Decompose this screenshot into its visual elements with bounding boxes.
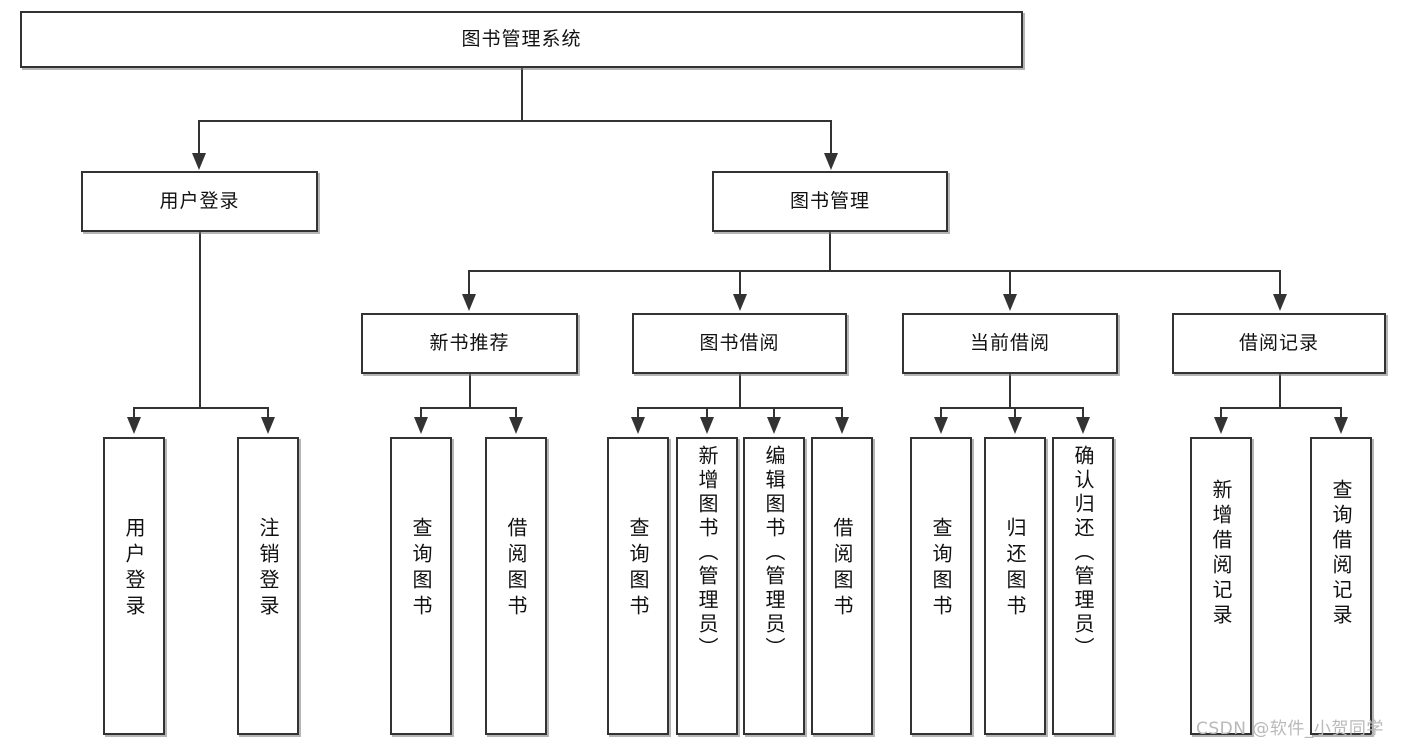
node-borrow-record-label: 借阅记录 [1238,331,1319,354]
node-root-system-label: 图书管理系统 [461,27,582,50]
node-leaf-add-book[interactable]: 新增图书（管理员） [676,437,738,735]
connector-root-bus [198,120,832,122]
arrowhead-leaf-query-book-2 [631,417,645,434]
node-leaf-user-logout[interactable]: 注销登录 [237,437,299,735]
arrowhead-book-manage [824,153,838,170]
node-leaf-borrow-book-2[interactable]: 借阅图书 [811,437,873,735]
node-leaf-query-book-2[interactable]: 查询图书 [607,437,669,735]
arrowhead-user-login [192,153,206,170]
node-leaf-user-login-label: 用户登录 [122,517,146,621]
connector-book-borrow-leaf-1 [637,407,639,419]
node-leaf-confirm-return[interactable]: 确认归还（管理员） [1052,437,1114,735]
arrowhead-leaf-user-logout [261,417,275,434]
node-leaf-user-logout-label: 注销登录 [256,517,280,621]
node-current-borrow-label: 当前借阅 [969,331,1050,354]
connector-current-borrow-leaf-2 [1014,407,1016,419]
arrowhead-leaf-add-book [700,417,714,434]
node-leaf-query-book-3[interactable]: 查询图书 [910,437,972,735]
node-leaf-return-book-label: 归还图书 [1003,517,1027,621]
node-leaf-query-record-label: 查询借阅记录 [1329,479,1353,629]
node-leaf-user-login[interactable]: 用户登录 [103,437,165,735]
arrowhead-leaf-confirm-return [1076,417,1090,434]
node-leaf-query-book-3-label: 查询图书 [929,517,953,621]
node-book-manage[interactable]: 图书管理 [712,171,948,232]
connector-book-borrow-bus [637,407,842,409]
node-leaf-borrow-book-1[interactable]: 借阅图书 [485,437,547,735]
arrowhead-leaf-add-record [1214,417,1228,434]
connector-book-manage-stem [829,232,831,270]
node-user-login[interactable]: 用户登录 [81,171,318,232]
arrowhead-leaf-return-book [1008,417,1022,434]
connector-new-book-leaf-2 [515,407,517,419]
node-leaf-query-record[interactable]: 查询借阅记录 [1310,437,1372,735]
arrowhead-leaf-borrow-book-1 [509,417,523,434]
connector-to-current-borrow [1009,270,1011,296]
connector-current-borrow-leaf-1 [940,407,942,419]
connector-new-book-bus [420,407,516,409]
arrowhead-leaf-query-record [1334,417,1348,434]
node-leaf-add-record[interactable]: 新增借阅记录 [1190,437,1252,735]
node-leaf-borrow-book-2-label: 借阅图书 [830,517,854,621]
node-root-system[interactable]: 图书管理系统 [20,11,1023,68]
connector-borrow-record-leaf-1 [1220,407,1222,419]
connector-current-borrow-leaf-3 [1082,407,1084,419]
connector-book-borrow-leaf-3 [773,407,775,419]
node-current-borrow[interactable]: 当前借阅 [902,313,1118,374]
connector-root-to-user-login [198,120,200,155]
connector-user-login-leaf-2 [267,407,269,419]
connector-borrow-record-leaf-2 [1340,407,1342,419]
arrowhead-book-borrow [733,294,747,311]
connector-to-borrow-record [1279,270,1281,296]
arrowhead-leaf-borrow-book-2 [835,417,849,434]
node-leaf-confirm-return-label: 确认归还（管理员） [1071,445,1095,661]
node-leaf-borrow-book-1-label: 借阅图书 [504,517,528,621]
node-leaf-return-book[interactable]: 归还图书 [984,437,1046,735]
connector-book-borrow-leaf-2 [706,407,708,419]
connector-root-stem [521,68,523,120]
arrowhead-leaf-edit-book [767,417,781,434]
connector-current-borrow-stem [1009,374,1011,407]
connector-user-login-stem [199,232,201,407]
connector-user-login-leaf-1 [133,407,135,419]
node-leaf-edit-book-label: 编辑图书（管理员） [762,445,786,661]
connector-to-new-book-recommend [468,270,470,296]
connector-borrow-record-bus [1220,407,1341,409]
arrowhead-leaf-user-login [127,417,141,434]
node-new-book-recommend[interactable]: 新书推荐 [361,313,578,374]
arrowhead-leaf-query-book-1 [414,417,428,434]
connector-root-to-book-manage [830,120,832,155]
connector-new-book-leaf-1 [420,407,422,419]
node-book-borrow-label: 图书借阅 [699,331,780,354]
node-new-book-recommend-label: 新书推荐 [429,331,510,354]
node-leaf-query-book-1[interactable]: 查询图书 [390,437,452,735]
node-leaf-edit-book[interactable]: 编辑图书（管理员） [743,437,805,735]
node-leaf-query-book-2-label: 查询图书 [626,517,650,621]
arrowhead-new-book-recommend [462,294,476,311]
arrowhead-borrow-record [1273,294,1287,311]
arrowhead-current-borrow [1003,294,1017,311]
connector-new-book-stem [469,374,471,407]
node-book-manage-label: 图书管理 [789,189,870,212]
connector-current-borrow-bus [940,407,1084,409]
node-borrow-record[interactable]: 借阅记录 [1172,313,1386,374]
connector-book-borrow-leaf-4 [841,407,843,419]
connector-to-book-borrow [739,270,741,296]
arrowhead-leaf-query-book-3 [934,417,948,434]
connector-book-borrow-stem [739,374,741,407]
node-leaf-add-book-label: 新增图书（管理员） [695,445,719,661]
connector-borrow-record-stem [1279,374,1281,407]
node-leaf-query-book-1-label: 查询图书 [409,517,433,621]
node-book-borrow[interactable]: 图书借阅 [632,313,847,374]
node-leaf-add-record-label: 新增借阅记录 [1209,479,1233,629]
connector-level3-bus [468,270,1280,272]
connector-user-login-bus [133,407,268,409]
node-user-login-label: 用户登录 [159,189,240,212]
